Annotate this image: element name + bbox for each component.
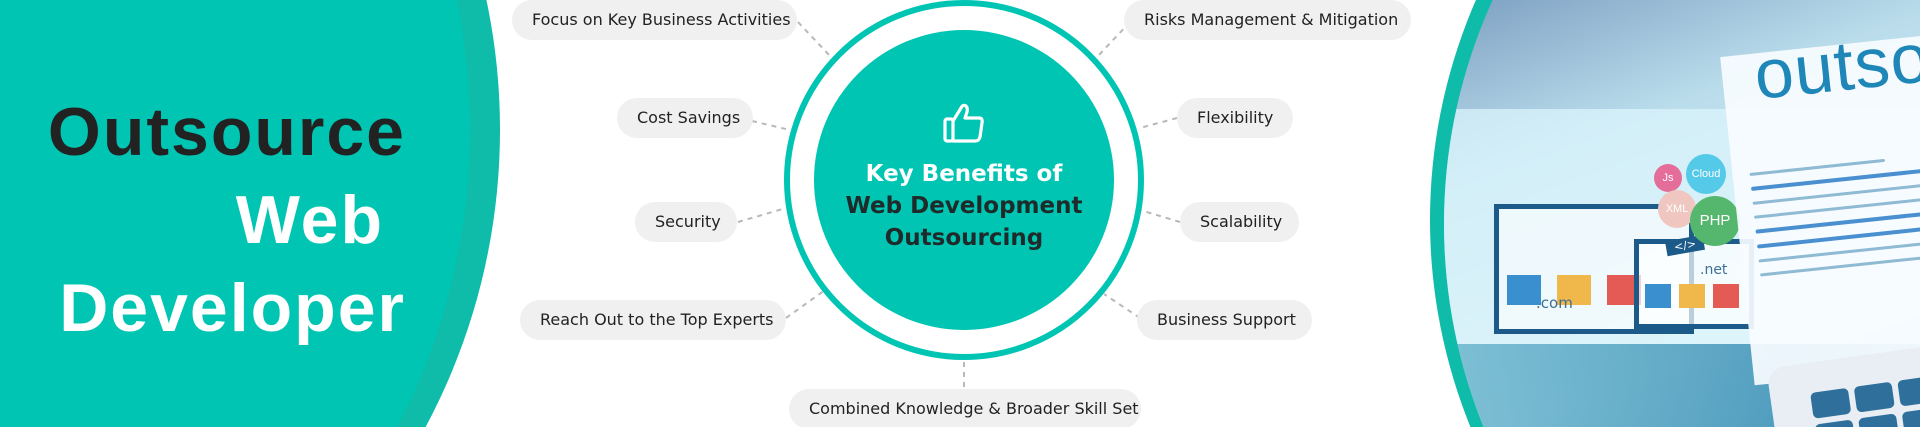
cloud-bubble: Cloud [1686, 154, 1726, 194]
benefit-combined-knowledge: Combined Knowledge & Broader Skill Set [789, 389, 1141, 427]
domain-com-label: .com [1536, 294, 1573, 312]
xml-bubble: XML [1658, 190, 1696, 228]
center-circle: Key Benefits of Web Development Outsourc… [814, 30, 1114, 330]
outsourcing-photo: .com .net </> Js Cloud XML PHP outsou [1444, 0, 1920, 427]
php-bubble: PHP [1690, 196, 1740, 246]
benefit-reach-top-experts: Reach Out to the Top Experts [520, 300, 786, 340]
benefit-risks-management: Risks Management & Mitigation [1124, 0, 1411, 40]
benefit-scalability: Scalability [1180, 202, 1299, 242]
center-title-line1: Key Benefits of [865, 161, 1063, 187]
domain-net-label: .net [1700, 262, 1728, 278]
center-title-line2: Web Development [845, 193, 1083, 219]
benefit-cost-savings: Cost Savings [617, 98, 753, 138]
hero-circle [0, 0, 470, 427]
benefit-focus-key-business: Focus on Key Business Activities [512, 0, 797, 40]
benefit-security: Security [635, 202, 737, 242]
center-title-line3: Outsourcing [884, 225, 1044, 251]
hero-title-line3: Developer [59, 270, 406, 346]
thumbs-up-icon [943, 103, 984, 143]
outsourcing-photo-circle: .com .net </> Js Cloud XML PHP outsou [1430, 0, 1920, 427]
hero-title: Outsource Web Developer [48, 88, 406, 352]
hero-title-line1: Outsource [47, 94, 406, 170]
js-bubble: Js [1654, 164, 1682, 192]
benefit-flexibility: Flexibility [1177, 98, 1293, 138]
search-word: outsou [1750, 13, 1920, 115]
benefit-business-support: Business Support [1137, 300, 1312, 340]
hero-title-line2: Web [235, 182, 384, 258]
